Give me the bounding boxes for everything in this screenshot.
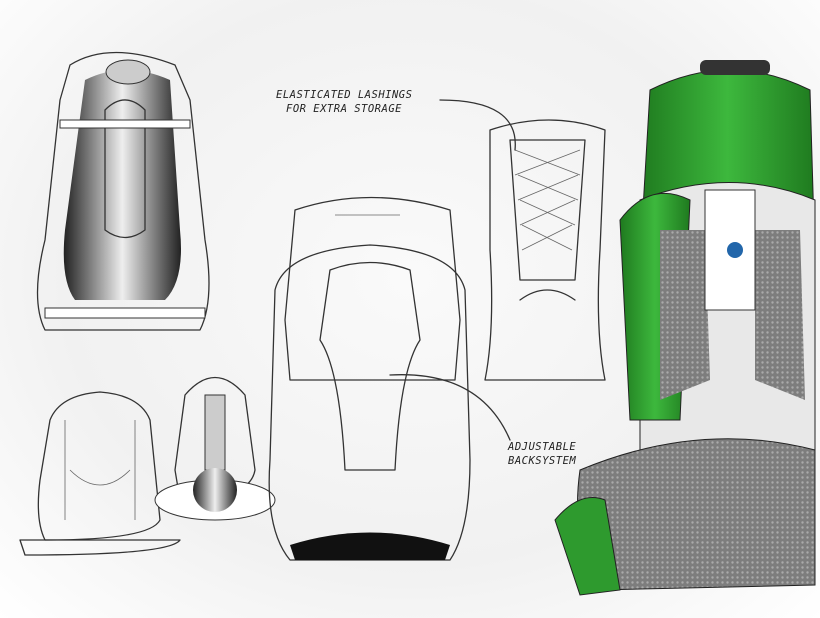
lashings-annotation: ELASTICATED LASHINGS FOR EXTRA STORAGE xyxy=(276,88,412,116)
backpack-sketch-top-left xyxy=(36,51,210,331)
lashings-leader-line xyxy=(439,99,516,151)
backpack-sketch-green xyxy=(554,60,816,596)
backsystem-annotation: ADJUSTABLE BACKSYSTEM xyxy=(508,440,576,468)
backsystem-line-2: BACKSYSTEM xyxy=(508,455,577,467)
backpack-sketch-small-middle xyxy=(154,376,276,521)
backpack-sketch-center xyxy=(268,196,471,561)
backsystem-leader-line xyxy=(389,374,511,441)
lashings-line-2: FOR EXTRA STORAGE xyxy=(286,103,402,115)
backsystem-line-1: ADJUSTABLE xyxy=(508,441,577,453)
backpack-sketch-small-left xyxy=(19,391,181,556)
lashings-line-1: ELASTICATED LASHINGS xyxy=(276,89,413,101)
backpack-sketch-lashings xyxy=(484,119,606,381)
